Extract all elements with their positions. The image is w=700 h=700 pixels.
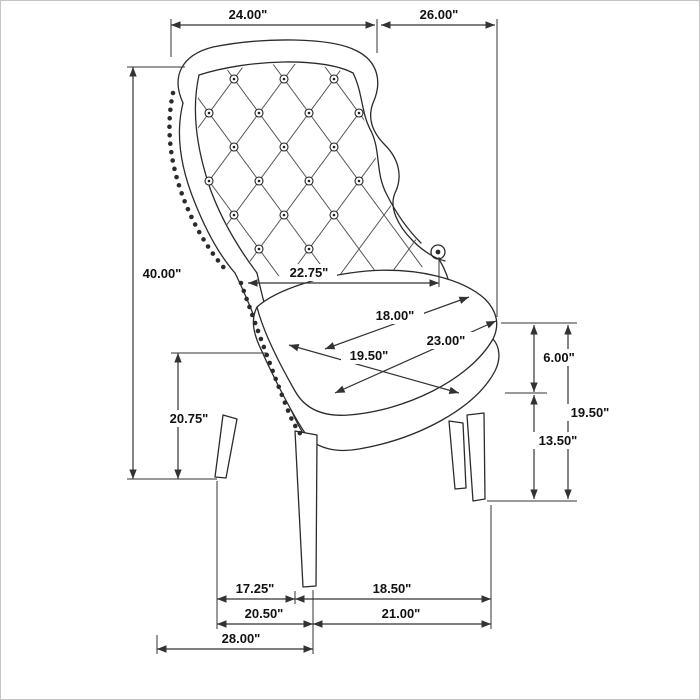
- dim-seat-front-width-label: 23.00": [418, 332, 475, 349]
- tuft-button: [354, 176, 364, 186]
- svg-text:40.00": 40.00": [143, 266, 182, 281]
- chair-artwork: [167, 39, 500, 588]
- tuft-button: [229, 142, 239, 152]
- svg-text:28.00": 28.00": [222, 631, 261, 646]
- tuft-button: [329, 74, 339, 84]
- arm-scroll-center: [435, 249, 441, 255]
- dim-front-leg-spacing-label: 17.25": [227, 580, 283, 597]
- dim-cushion-thickness-label: 6.00": [537, 349, 583, 366]
- dimension-annotations: 24.00" 26.00" 40.00" 20.75" 22.75": [127, 6, 619, 654]
- tuft-button: [229, 74, 239, 84]
- chair-back-outline: [177, 39, 446, 274]
- dim-overall-base-depth-label: 28.00": [213, 630, 269, 647]
- svg-text:18.00": 18.00": [376, 308, 415, 323]
- tuft-button: [329, 142, 339, 152]
- tuft-button: [279, 142, 289, 152]
- tuft-button: [354, 108, 364, 118]
- svg-text:22.75": 22.75": [290, 265, 329, 280]
- svg-text:13.50": 13.50": [539, 433, 578, 448]
- tuft-button: [279, 74, 289, 84]
- tuft-button: [254, 176, 264, 186]
- svg-text:18.50": 18.50": [373, 581, 412, 596]
- svg-text:26.00": 26.00": [420, 7, 459, 22]
- tuft-button: [254, 108, 264, 118]
- tuft-button: [204, 108, 214, 118]
- arm-scroll: [430, 244, 446, 260]
- svg-text:19.50": 19.50": [571, 405, 610, 420]
- svg-text:17.25": 17.25": [236, 581, 275, 596]
- front-right-leg: [466, 412, 486, 502]
- nailhead-trim-seam: [238, 280, 304, 438]
- tuft-button: [254, 244, 264, 254]
- svg-text:6.00": 6.00": [543, 350, 574, 365]
- tuft-button: [304, 176, 314, 186]
- dim-leg-depth-spacing-label: 18.50": [364, 580, 420, 597]
- dim-base-width-label: 20.50": [236, 605, 292, 622]
- svg-text:23.00": 23.00": [427, 333, 466, 348]
- svg-text:19.50": 19.50": [350, 348, 389, 363]
- dim-inside-back-width-label: 22.75": [281, 264, 337, 281]
- svg-text:20.50": 20.50": [245, 606, 284, 621]
- tuft-button: [304, 244, 314, 254]
- dim-overall-height-label: 40.00": [135, 265, 190, 282]
- tuft-button: [279, 210, 289, 220]
- dim-overall-depth-label: 26.00": [411, 6, 467, 22]
- dim-seat-width-label: 19.50": [341, 347, 398, 364]
- tufting-pattern: [197, 63, 441, 279]
- back-right-leg: [448, 420, 467, 490]
- svg-text:20.75": 20.75": [170, 411, 209, 426]
- tuft-button: [329, 210, 339, 220]
- tuft-button: [304, 108, 314, 118]
- svg-text:21.00": 21.00": [382, 606, 421, 621]
- dim-base-depth-label: 21.00": [373, 605, 429, 622]
- tuft-button: [204, 176, 214, 186]
- front-left-leg: [294, 430, 318, 588]
- dim-arm-height-label: 20.75": [161, 410, 218, 427]
- dim-seat-depth-label: 18.00": [367, 307, 424, 324]
- dim-leg-height-label: 13.50": [530, 432, 587, 449]
- svg-text:24.00": 24.00": [229, 7, 268, 22]
- back-left-leg: [214, 414, 238, 479]
- dim-seat-width-line: [288, 344, 460, 394]
- dim-seat-height-label: 19.50": [562, 404, 619, 421]
- dim-back-width-label: 24.00": [220, 6, 276, 22]
- tuft-button: [229, 210, 239, 220]
